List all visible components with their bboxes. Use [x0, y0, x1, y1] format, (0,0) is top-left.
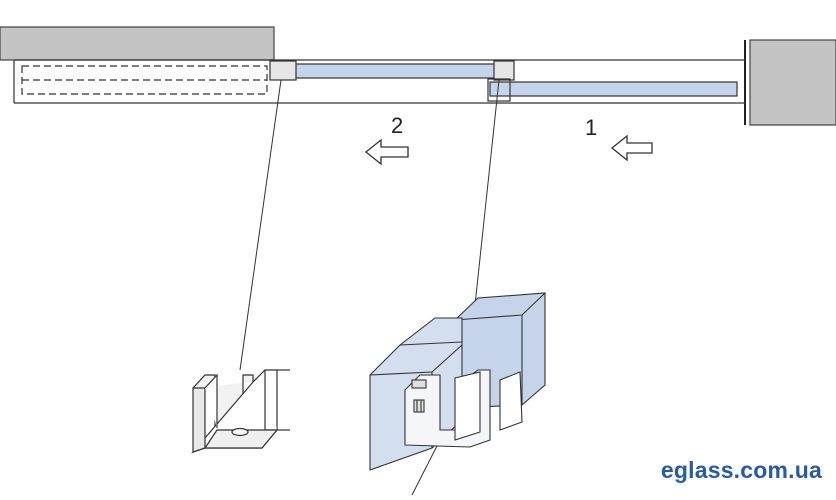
glass-panel-upper [272, 63, 510, 79]
clamp-assembly [369, 292, 546, 471]
step-2-label: 2 [391, 113, 403, 138]
glass-panel-lower [489, 81, 738, 97]
arrow-left-icon [610, 134, 653, 162]
left-wall [0, 26, 275, 61]
u-channel-clamp [191, 369, 290, 454]
step-1-label: 1 [585, 115, 597, 140]
leader-line-left [239, 79, 282, 371]
clamp-mid-plan-lower [487, 78, 511, 102]
leader-line-mid [474, 79, 500, 306]
leader-line-bottom [411, 439, 441, 496]
watermark: eglass.com.ua [660, 457, 822, 483]
clamp-left-plan [269, 60, 297, 81]
plan-view [0, 26, 836, 126]
right-wall [749, 39, 836, 126]
recessed-panel-dashed [21, 65, 268, 95]
arrow-left-icon [364, 138, 409, 166]
clamp-mid-plan [493, 60, 515, 81]
